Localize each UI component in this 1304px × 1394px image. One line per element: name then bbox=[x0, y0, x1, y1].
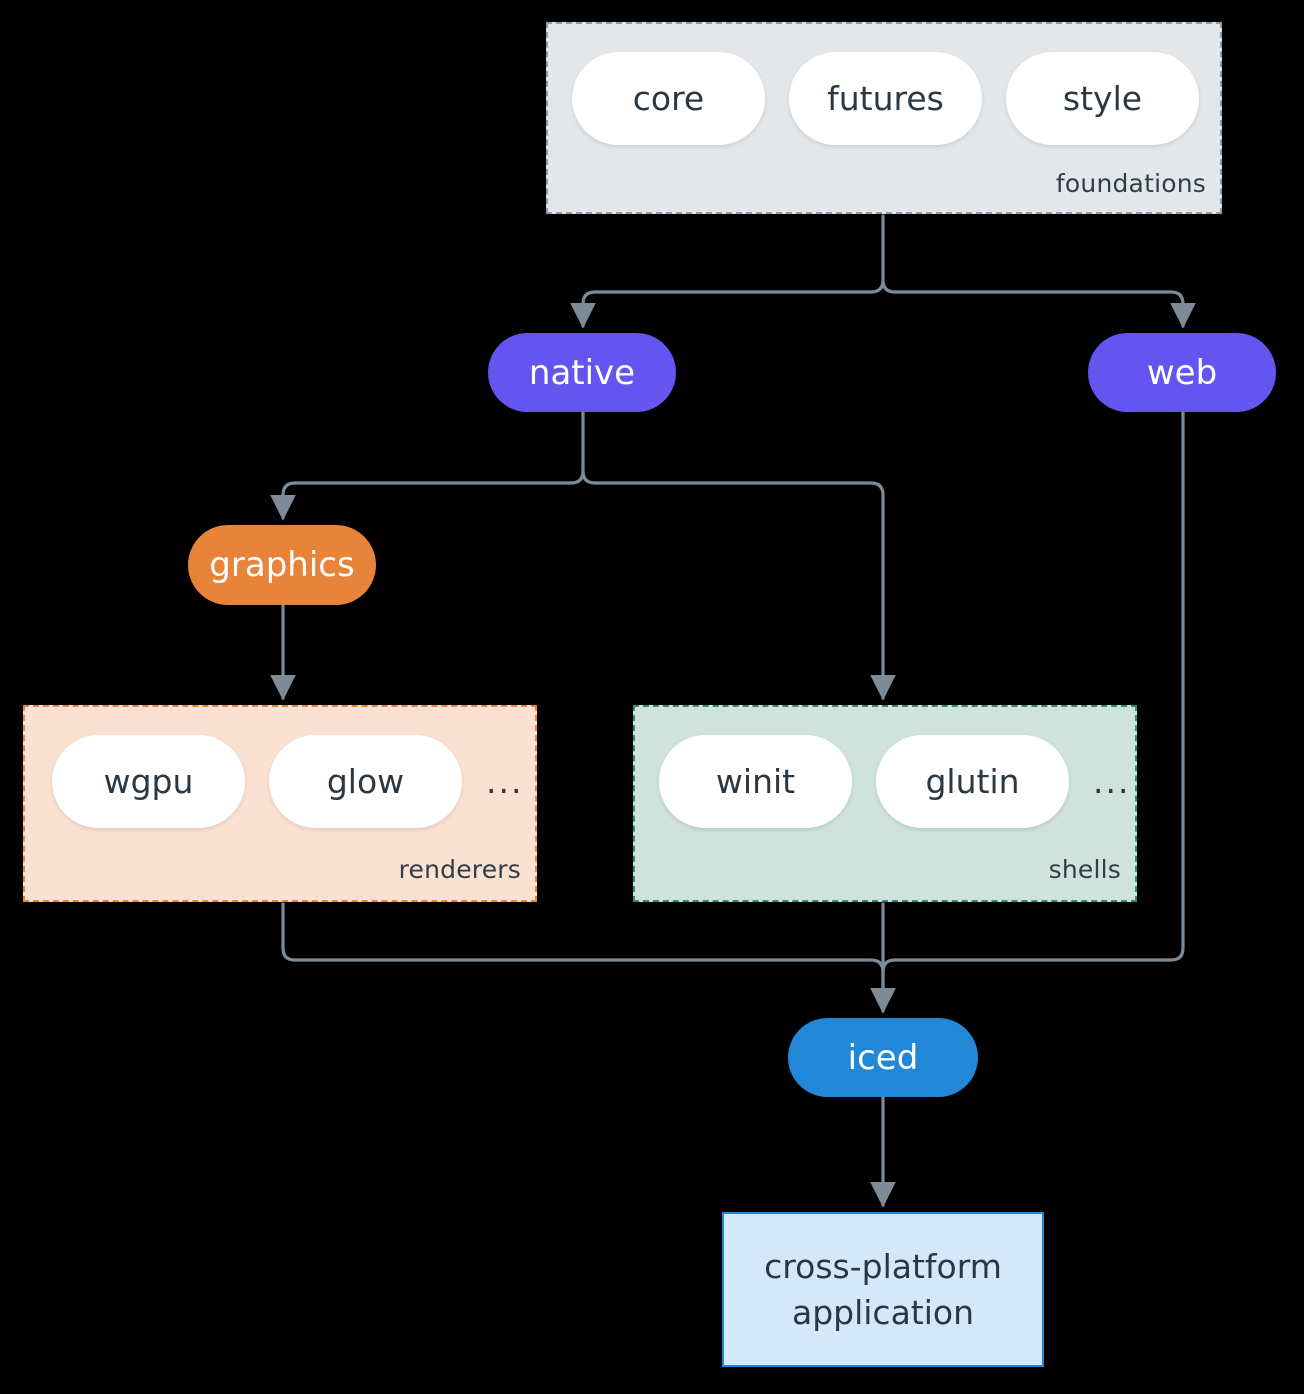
leaf-style[interactable]: style bbox=[1006, 52, 1199, 145]
node-native[interactable]: native bbox=[488, 333, 676, 412]
cluster-renderers[interactable]: wgpu glow ... renderers bbox=[23, 705, 537, 902]
edge-foundations-web bbox=[881, 278, 1196, 329]
cluster-foundations-items: core futures style bbox=[548, 52, 1220, 145]
edge-native-graphics bbox=[270, 410, 585, 521]
leaf-glutin[interactable]: glutin bbox=[876, 735, 1069, 828]
edge-renderers-iced bbox=[281, 902, 896, 1014]
cluster-renderers-items: wgpu glow ... bbox=[25, 735, 535, 828]
application-line-2: application bbox=[791, 1292, 975, 1332]
leaf-wgpu[interactable]: wgpu bbox=[52, 735, 245, 828]
cluster-foundations-label: foundations bbox=[1055, 169, 1206, 198]
leaf-glow[interactable]: glow bbox=[269, 735, 462, 828]
node-cross-platform-application[interactable]: cross-platform application bbox=[722, 1212, 1044, 1367]
leaf-core[interactable]: core bbox=[572, 52, 765, 145]
cluster-shells[interactable]: winit glutin ... shells bbox=[633, 705, 1137, 902]
node-graphics[interactable]: graphics bbox=[188, 525, 376, 605]
cluster-shells-items: winit glutin ... bbox=[635, 735, 1135, 828]
cluster-foundations[interactable]: core futures style foundations bbox=[546, 22, 1222, 214]
leaf-futures[interactable]: futures bbox=[789, 52, 982, 145]
leaf-winit[interactable]: winit bbox=[659, 735, 852, 828]
edge-foundations-native bbox=[570, 214, 885, 329]
node-iced[interactable]: iced bbox=[788, 1018, 978, 1097]
node-web[interactable]: web bbox=[1088, 333, 1276, 412]
cluster-renderers-label: renderers bbox=[398, 855, 521, 884]
application-line-1: cross-platform bbox=[764, 1246, 1002, 1286]
shells-ellipsis: ... bbox=[1093, 762, 1131, 801]
cluster-shells-label: shells bbox=[1048, 855, 1121, 884]
renderers-ellipsis: ... bbox=[486, 762, 524, 801]
edge-native-shells bbox=[581, 469, 896, 701]
